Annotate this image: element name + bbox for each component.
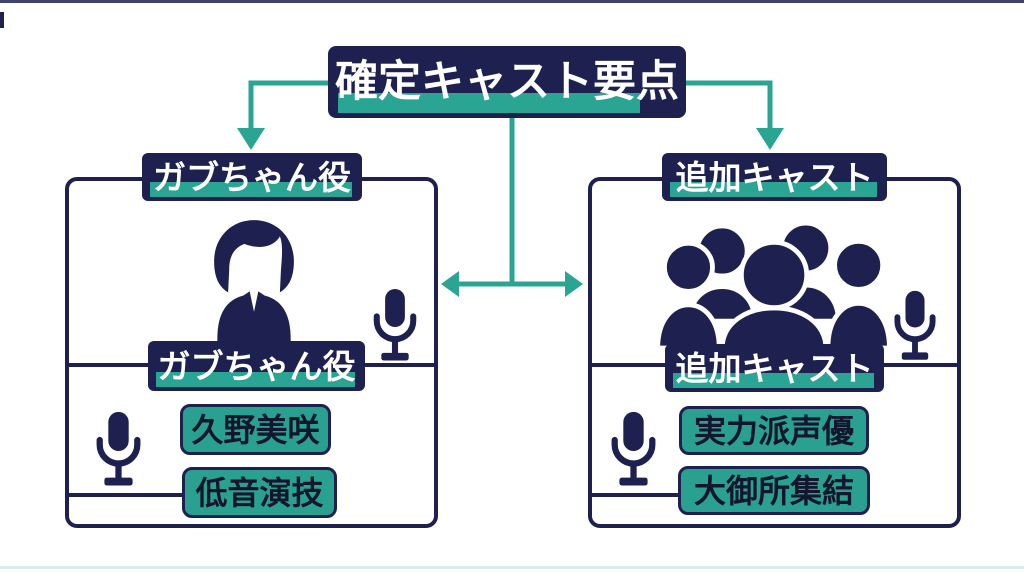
left-panel-header: ガブちゃん役 [142, 153, 362, 201]
microphone-icon [893, 290, 937, 365]
left-panel-header-label: ガブちゃん役 [153, 157, 351, 197]
microphone-icon [610, 405, 657, 497]
right-panel-header-label: 追加キャスト [675, 157, 874, 197]
voice-actor-badge: 実力派声優 [679, 406, 869, 455]
connector-left-branch [248, 80, 328, 128]
group-icon [655, 225, 895, 350]
right-panel-header: 追加キャスト [662, 153, 887, 201]
lower-desk-line [588, 493, 686, 497]
right-panel: 追加キャスト [588, 153, 961, 528]
caption-underline [673, 373, 874, 388]
caption-underline [156, 372, 355, 387]
header-underline [670, 182, 877, 197]
page-title: 確定キャスト要点 [335, 56, 679, 107]
woman-icon [200, 218, 308, 342]
trait-badge: 低音演技 [182, 467, 337, 518]
right-caption-box: 追加キャスト [665, 344, 884, 392]
title-underline [338, 93, 640, 113]
arrowhead-left-icon [441, 271, 459, 297]
actor-name-badge: 久野美咲 [180, 404, 331, 455]
left-panel: ガブちゃん役 ガブちゃん役 [65, 153, 438, 528]
title-box: 確定キャスト要点 [328, 46, 686, 118]
lower-desk-line [65, 493, 192, 497]
left-caption-box: ガブちゃん役 [148, 341, 365, 391]
right-caption-label: 追加キャスト [675, 348, 874, 388]
arrowhead-down-left-icon [237, 128, 265, 150]
microphone-icon [372, 289, 418, 365]
lineup-badge: 大御所集結 [678, 466, 870, 515]
header-underline [150, 182, 352, 197]
top-border-line [0, 0, 1024, 3]
microphone-icon [95, 405, 142, 497]
arrowhead-right-icon [565, 271, 583, 297]
arrowhead-down-right-icon [756, 128, 784, 150]
connector-right-branch [686, 80, 773, 128]
bottom-accent-line [0, 566, 1024, 569]
left-caption-label: ガブちゃん役 [157, 346, 356, 386]
left-edge-mark [0, 12, 4, 28]
